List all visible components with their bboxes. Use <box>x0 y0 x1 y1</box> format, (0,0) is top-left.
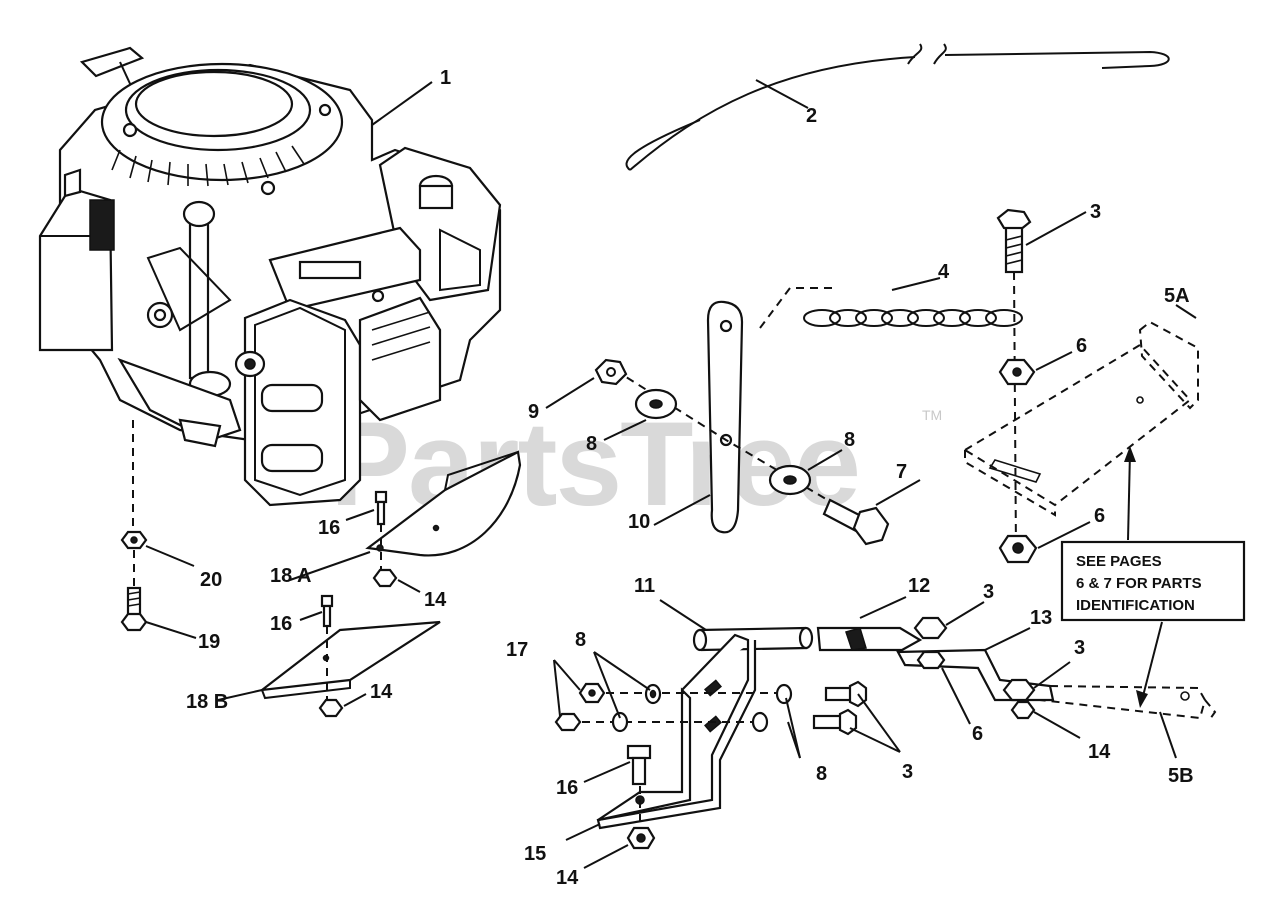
bolt-7 <box>822 498 890 546</box>
note-line-2: 6 & 7 FOR PARTS <box>1076 575 1202 592</box>
lever-arm <box>706 300 744 534</box>
watermark-text: PartsTree <box>330 397 859 531</box>
callout-18b: 18 B <box>186 691 228 713</box>
nut-14-c <box>1010 700 1036 720</box>
nut-14-a <box>372 568 398 588</box>
note-line-3: IDENTIFICATION <box>1076 597 1195 614</box>
bolt-3-lower-right <box>812 708 858 736</box>
callout-16-c: 16 <box>556 777 578 799</box>
shield-18b <box>258 620 441 700</box>
watermark-tm: TM <box>922 407 942 423</box>
callout-14-b: 14 <box>370 681 393 703</box>
callout-15: 15 <box>524 843 546 865</box>
callout-8-right: 8 <box>844 429 855 451</box>
nut-17-upper <box>578 682 606 704</box>
note-line-1: SEE PAGES <box>1076 553 1162 570</box>
callout-8-left: 8 <box>586 433 597 455</box>
callout-8-lower-b: 8 <box>816 763 827 785</box>
see-pages-note: SEE PAGES 6 & 7 FOR PARTS IDENTIFICATION <box>1060 446 1246 708</box>
lever-13 <box>896 648 1217 723</box>
callout-3-mid: 3 <box>983 581 994 603</box>
callout-5b: 5B <box>1168 765 1194 787</box>
callout-7: 7 <box>896 461 907 483</box>
engine <box>38 46 502 507</box>
nut-14-d <box>626 826 656 850</box>
callout-17: 17 <box>506 639 528 661</box>
callout-18a: 18 A <box>270 565 312 587</box>
nut-6-mid <box>916 650 946 670</box>
washer-8-lower <box>611 711 629 733</box>
callout-12: 12 <box>908 575 930 597</box>
bracket-15 <box>596 633 757 830</box>
bolt-3-lower <box>1002 678 1036 702</box>
callout-14-c: 14 <box>1088 741 1111 763</box>
nut-6-top <box>998 358 1036 386</box>
bolt-16-b <box>320 594 334 628</box>
washer-8-lower-right <box>751 711 769 733</box>
washer-8-upper-right <box>775 683 793 705</box>
bolt-3-mid <box>913 616 948 640</box>
callout-5a: 5A <box>1164 285 1190 307</box>
bolt-3-top <box>996 208 1032 274</box>
nut-6-bottom <box>998 534 1038 564</box>
callout-11: 11 <box>634 575 655 597</box>
callout-19: 19 <box>198 631 220 653</box>
callout-3-lower: 3 <box>902 761 913 783</box>
callout-13: 13 <box>1030 607 1052 629</box>
callout-14-d: 14 <box>556 867 579 889</box>
bracket-5a <box>963 320 1199 517</box>
bracket-bolt-axis <box>1013 271 1017 553</box>
nut-14-b <box>318 698 344 718</box>
callout-4: 4 <box>938 261 950 283</box>
washer-8-right <box>768 464 812 496</box>
washer-8-left <box>634 388 678 420</box>
link-rod-12 <box>816 626 923 652</box>
bolt-16-a <box>374 490 388 526</box>
callout-1: 1 <box>440 67 451 89</box>
leader-lines <box>145 79 1197 869</box>
callout-16-a: 16 <box>318 517 340 539</box>
nut-9 <box>594 358 628 386</box>
chain <box>759 287 1023 329</box>
callout-20: 20 <box>200 569 222 591</box>
bolt-3-upper-right <box>824 680 868 708</box>
nut-17-lower <box>554 712 582 732</box>
callout-9: 9 <box>528 401 539 423</box>
bolt-16-c <box>626 744 652 786</box>
callout-3-top: 3 <box>1090 201 1101 223</box>
callout-10: 10 <box>628 511 650 533</box>
callout-6-bottom: 6 <box>1094 505 1105 527</box>
callout-14-a: 14 <box>424 589 447 611</box>
callout-6-mid: 6 <box>972 723 983 745</box>
callout-6-top: 6 <box>1076 335 1087 357</box>
callout-16-b: 16 <box>270 613 292 635</box>
nut-20 <box>120 530 148 550</box>
callout-3-right: 3 <box>1074 637 1085 659</box>
callout-2: 2 <box>806 105 817 127</box>
callout-8-lower-a: 8 <box>575 629 586 651</box>
callout-labels: 1 2 3 4 5A 6 9 8 8 7 6 10 16 20 18 A 14 … <box>186 67 1194 889</box>
cable <box>625 43 1170 171</box>
bolt-19 <box>120 586 148 632</box>
shield-18a <box>365 450 522 557</box>
